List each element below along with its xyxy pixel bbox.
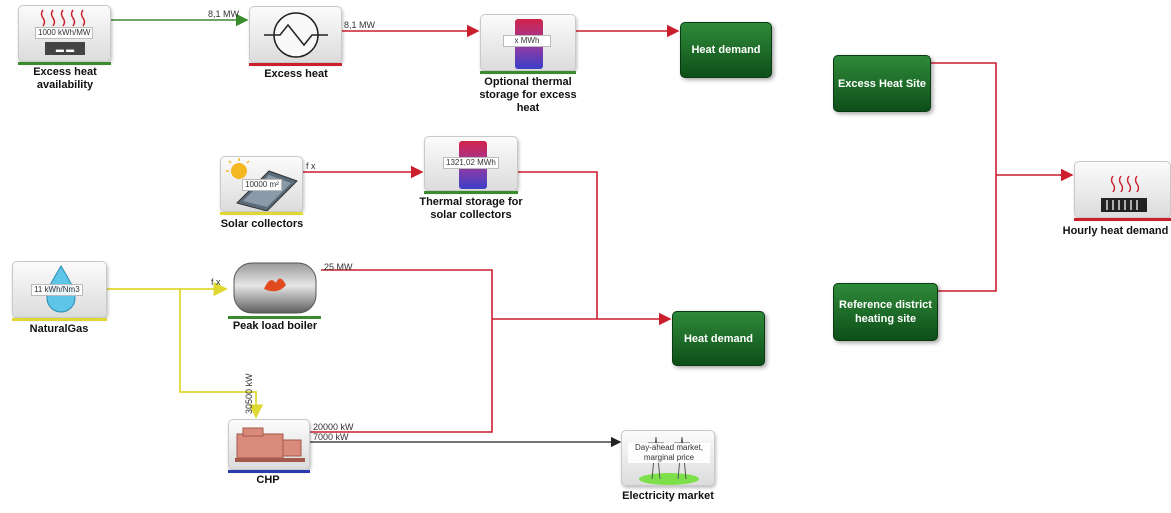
engine-icon bbox=[235, 427, 305, 462]
electricity-market-node[interactable]: Day-ahead market, marginal price bbox=[621, 430, 715, 486]
hourly-heat-demand-node[interactable] bbox=[1074, 161, 1171, 218]
excess-heat-availability-label: Excess heat availability bbox=[33, 66, 97, 91]
natural-gas-node[interactable]: 11 kWh/Nm3 bbox=[12, 261, 107, 318]
node-underline bbox=[480, 71, 576, 74]
flow-label-chp-heat: 20000 kW bbox=[313, 422, 354, 432]
flow-storage-down bbox=[518, 171, 598, 319]
electricity-market-label: Electricity market bbox=[622, 490, 714, 502]
solar-collectors-label: Solar collectors bbox=[220, 218, 304, 230]
node-underline bbox=[12, 318, 107, 321]
flow-label-excess-out: 8,1 MW bbox=[344, 20, 376, 30]
node-underline bbox=[249, 63, 342, 66]
boiler-icon bbox=[233, 262, 317, 314]
flow-label-gas-boiler: f x bbox=[211, 277, 221, 287]
heat-demand-button-2[interactable]: Heat demand bbox=[672, 311, 765, 366]
node-underline bbox=[228, 470, 310, 473]
svg-text:▬ ▬: ▬ ▬ bbox=[56, 45, 74, 54]
solar-collectors-value: 10000 m² bbox=[242, 179, 282, 191]
optional-storage-node[interactable]: x MWh bbox=[480, 14, 576, 71]
peak-boiler-label: Peak load boiler bbox=[232, 320, 318, 332]
flow-label-boiler: 25 MW bbox=[324, 262, 353, 272]
optional-storage-value: x MWh bbox=[503, 35, 551, 47]
node-underline bbox=[228, 316, 321, 319]
flow-chp-heat bbox=[310, 319, 493, 433]
flow-boiler-down bbox=[321, 269, 493, 319]
radiator-heat-icon: ▬ ▬ bbox=[40, 9, 86, 55]
thermal-storage-value: 1321,02 MWh bbox=[443, 157, 499, 169]
excess-heat-availability-node[interactable]: ▬ ▬ 1000 kWh/MW bbox=[18, 5, 111, 62]
heat-demand-button-1[interactable]: Heat demand bbox=[680, 22, 772, 78]
hourly-heat-demand-label: Hourly heat demand bbox=[1062, 225, 1169, 237]
excess-heat-site-button[interactable]: Excess Heat Site bbox=[833, 55, 931, 112]
node-underline bbox=[18, 62, 111, 65]
node-underline bbox=[220, 212, 303, 215]
flow-label-gas-chp: 30500 kW bbox=[244, 373, 254, 414]
flow-label-excess-in: 8,1 MW bbox=[208, 9, 240, 19]
optional-storage-label: Optional thermal storage for excess heat bbox=[479, 76, 577, 114]
chp-label: CHP bbox=[256, 474, 280, 486]
flow-gas-main bbox=[107, 288, 264, 419]
chp-node[interactable] bbox=[228, 419, 310, 470]
peak-boiler-node[interactable] bbox=[228, 259, 321, 316]
node-underline bbox=[424, 191, 518, 194]
natural-gas-label: NaturalGas bbox=[29, 323, 89, 335]
heat-exchanger-icon bbox=[264, 12, 328, 58]
thermal-storage-label: Thermal storage for solar collectors bbox=[419, 196, 523, 221]
flow-label-chp-elec: 7000 kW bbox=[313, 432, 349, 442]
natural-gas-value: 11 kWh/Nm3 bbox=[31, 284, 83, 296]
radiator-icon bbox=[1101, 175, 1147, 212]
node-underline bbox=[1074, 218, 1171, 221]
flow-label-solar: f x bbox=[306, 161, 316, 171]
reference-site-button[interactable]: Reference district heating site bbox=[833, 283, 938, 341]
electricity-market-value: Day-ahead market, marginal price bbox=[628, 443, 710, 463]
flow-sites-to-hourly bbox=[931, 62, 1072, 292]
thermal-storage-node[interactable]: 1321,02 MWh bbox=[424, 136, 518, 191]
solar-collectors-node[interactable]: 10000 m² bbox=[220, 156, 303, 212]
excess-heat-node[interactable] bbox=[249, 6, 342, 63]
excess-heat-availability-value: 1000 kWh/MW bbox=[35, 27, 94, 39]
excess-heat-label: Excess heat bbox=[264, 68, 328, 80]
